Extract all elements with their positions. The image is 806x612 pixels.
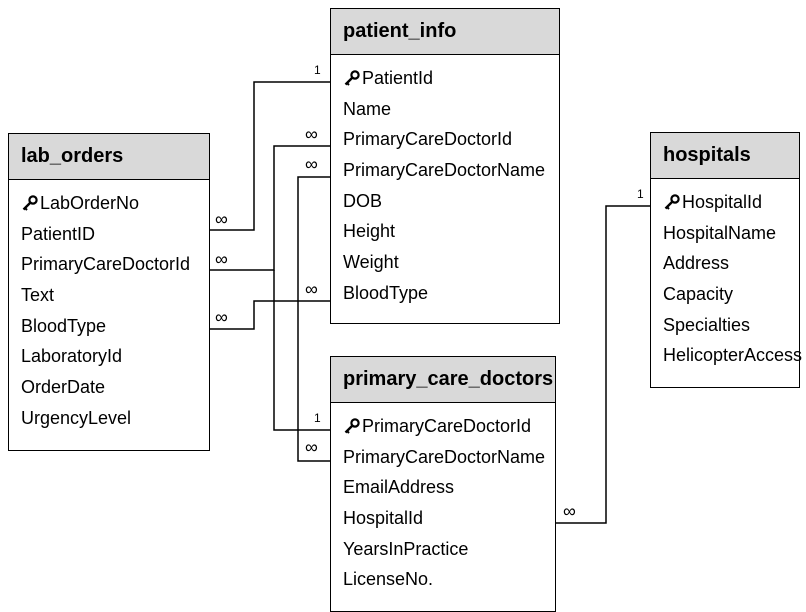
- cardinality-many-doctors-hospitalid: ∞: [563, 501, 576, 521]
- field-row[interactable]: Name: [343, 98, 392, 119]
- field-name: PatientId: [362, 68, 434, 88]
- rel-lab-orders-doctorid: [210, 145, 330, 271]
- field-row[interactable]: BloodType: [21, 315, 107, 336]
- cardinality-many-doctors-doctorname: ∞: [305, 437, 318, 457]
- cardinality-many-lab-doctorid: ∞: [215, 249, 228, 269]
- field-row[interactable]: PrimaryCareDoctorId: [343, 129, 513, 150]
- rel-hospital: [556, 205, 650, 524]
- field-row[interactable]: LaboratoryId: [21, 346, 123, 367]
- field-row[interactable]: Height: [343, 221, 396, 242]
- field-row[interactable]: LicenseNo.: [343, 569, 434, 590]
- table-title: hospitals: [651, 133, 799, 179]
- field-row[interactable]: Address: [663, 253, 730, 274]
- field-row[interactable]: HospitalId: [663, 187, 799, 218]
- field-row[interactable]: PrimaryCareDoctorId: [343, 411, 555, 442]
- field-row[interactable]: YearsInPractice: [343, 538, 469, 559]
- field-row[interactable]: PrimaryCareDoctorId: [21, 254, 191, 275]
- cardinality-many-patient-doctorid: ∞: [305, 124, 318, 144]
- field-row[interactable]: HospitalName: [663, 222, 777, 243]
- field-row[interactable]: LabOrderNo: [21, 188, 209, 219]
- field-row[interactable]: Capacity: [663, 284, 734, 305]
- table-lab-orders[interactable]: lab_orders LabOrderNo PatientID PrimaryC…: [8, 133, 210, 451]
- field-row[interactable]: HelicopterAccess: [663, 345, 803, 366]
- field-row[interactable]: EmailAddress: [343, 477, 455, 498]
- field-row[interactable]: PrimaryCareDoctorName: [343, 160, 546, 181]
- field-row[interactable]: PatientID: [21, 223, 96, 244]
- rel-doctorid-to-doctors: [273, 270, 330, 431]
- field-name: HospitalId: [682, 192, 763, 212]
- table-title: lab_orders: [9, 134, 209, 180]
- field-row[interactable]: Weight: [343, 252, 399, 273]
- field-name: LabOrderNo: [40, 193, 140, 213]
- table-title: patient_info: [331, 9, 559, 55]
- cardinality-one-hospital: 1: [637, 187, 644, 201]
- field-row[interactable]: Specialties: [663, 314, 751, 335]
- field-row[interactable]: OrderDate: [21, 377, 106, 398]
- table-hospitals[interactable]: hospitals HospitalId HospitalName Addres…: [650, 132, 803, 388]
- field-name: PrimaryCareDoctorId: [362, 416, 532, 436]
- cardinality-one-doctors: 1: [314, 411, 321, 425]
- field-row[interactable]: PrimaryCareDoctorName: [343, 446, 546, 467]
- field-row[interactable]: BloodType: [343, 282, 429, 303]
- cardinality-one-patientid: 1: [314, 63, 321, 77]
- field-row[interactable]: DOB: [343, 190, 383, 211]
- field-row[interactable]: Text: [21, 285, 55, 306]
- field-row[interactable]: HospitalId: [343, 508, 424, 529]
- cardinality-many-lab-patientid: ∞: [215, 209, 228, 229]
- key-icon: [343, 66, 361, 86]
- cardinality-many-patient-bloodtype: ∞: [305, 279, 318, 299]
- rel-doctor-name: [297, 176, 330, 462]
- rel-lab-orders-patient-info-patientid: [210, 81, 330, 231]
- table-patient-info[interactable]: patient_info PatientId Name PrimaryCareD…: [330, 8, 560, 324]
- key-icon: [663, 190, 681, 210]
- field-row[interactable]: PatientId: [343, 63, 559, 94]
- rel-bloodtype: [210, 300, 330, 330]
- table-title: primary_care_doctors: [331, 357, 555, 403]
- cardinality-many-patient-doctorname: ∞: [305, 154, 318, 174]
- key-icon: [343, 414, 361, 434]
- cardinality-many-lab-bloodtype: ∞: [215, 307, 228, 327]
- key-icon: [21, 191, 39, 211]
- table-primary-care-doctors[interactable]: primary_care_doctors PrimaryCareDoctorId…: [330, 356, 556, 612]
- field-row[interactable]: UrgencyLevel: [21, 407, 132, 428]
